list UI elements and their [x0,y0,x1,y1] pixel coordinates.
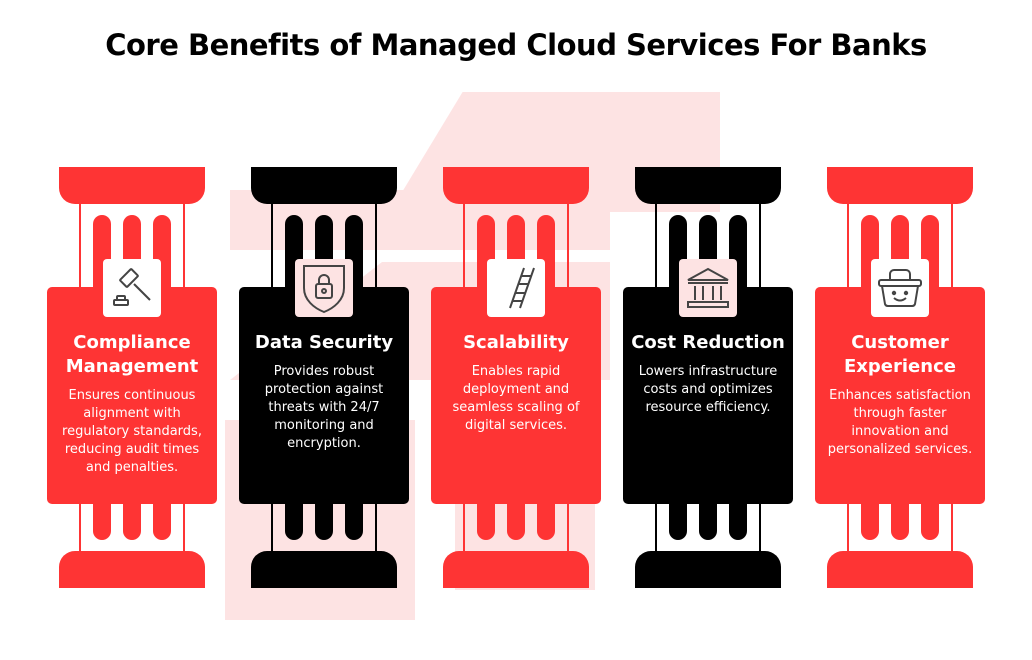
pillar-line [183,503,185,551]
benefit-heading: Cost Reduction [631,332,785,353]
benefit-card: Data Security Provides robust protection… [239,287,409,504]
benefit-heading: Compliance Management [65,332,199,377]
pillar-bottom-cap [251,551,397,588]
benefit-card: Cost Reduction Lowers infrastructure cos… [623,287,793,504]
smiling-basket-icon [871,259,929,317]
pillar-flute [861,497,879,540]
benefit-heading: Data Security [254,332,394,353]
pillar-line [759,204,761,288]
pillar-line [79,503,81,551]
pillar-line [847,503,849,551]
shield-lock-icon [295,259,353,317]
pillar-flute [669,497,687,540]
pillar-flute [921,497,939,540]
pillar-flute [93,497,111,540]
pillar-line [375,503,377,551]
ladder-icon [487,259,545,317]
pillar-bottom-cap [59,551,205,588]
pillar-scalability: Scalability Enables rapid deployment and… [431,167,601,588]
benefit-card: Customer Experience Enhances satisfactio… [815,287,985,504]
pillar-compliance-management: Compliance Management Ensures continuous… [47,167,217,588]
pillar-top-cap [59,167,205,204]
pillar-line [463,503,465,551]
pillar-data-security: Data Security Provides robust protection… [239,167,409,588]
pillar-flute [507,497,525,540]
pillar-flute [537,497,555,540]
pillar-line [655,204,657,288]
pillar-top-cap [827,167,973,204]
benefit-card: Scalability Enables rapid deployment and… [431,287,601,504]
benefit-description: Enables rapid deployment and seamless sc… [452,364,580,433]
pillar-top-cap [251,167,397,204]
pillar-flute [891,497,909,540]
pillar-flute [123,497,141,540]
pillar-flute [285,497,303,540]
pillar-line [567,204,569,288]
pillar-flute [477,497,495,540]
pillar-line [759,503,761,551]
benefit-card: Compliance Management Ensures continuous… [47,287,217,504]
gavel-icon [103,259,161,317]
pillar-flute [345,497,363,540]
pillar-line [375,204,377,288]
pillar-flute [699,497,717,540]
pillar-top-cap [635,167,781,204]
pillar-line [655,503,657,551]
pillar-bottom-cap [827,551,973,588]
pillar-customer-experience: Customer Experience Enhances satisfactio… [815,167,985,588]
bank-icon [679,259,737,317]
benefit-description: Lowers infrastructure costs and optimize… [638,364,778,415]
benefit-heading: Scalability [463,332,569,353]
pillar-bottom-cap [635,551,781,588]
pillar-line [951,503,953,551]
pillar-line [271,503,273,551]
benefit-heading: Customer Experience [844,332,956,377]
pillar-flute [729,497,747,540]
pillar-top-cap [443,167,589,204]
benefit-description: Ensures continuous alignment with regula… [62,388,202,475]
benefit-description: Enhances satisfaction through faster inn… [827,388,973,457]
pillar-cost-reduction: Cost Reduction Lowers infrastructure cos… [623,167,793,588]
pillar-flute [315,497,333,540]
pillar-line [847,204,849,288]
pillar-line [463,204,465,288]
pillar-line [183,204,185,288]
pillar-line [271,204,273,288]
pillar-line [79,204,81,288]
page-title: Core Benefits of Managed Cloud Services … [105,28,927,62]
pillar-bottom-cap [443,551,589,588]
benefit-description: Provides robust protection against threa… [264,364,384,451]
pillar-line [567,503,569,551]
pillar-line [951,204,953,288]
pillar-flute [153,497,171,540]
